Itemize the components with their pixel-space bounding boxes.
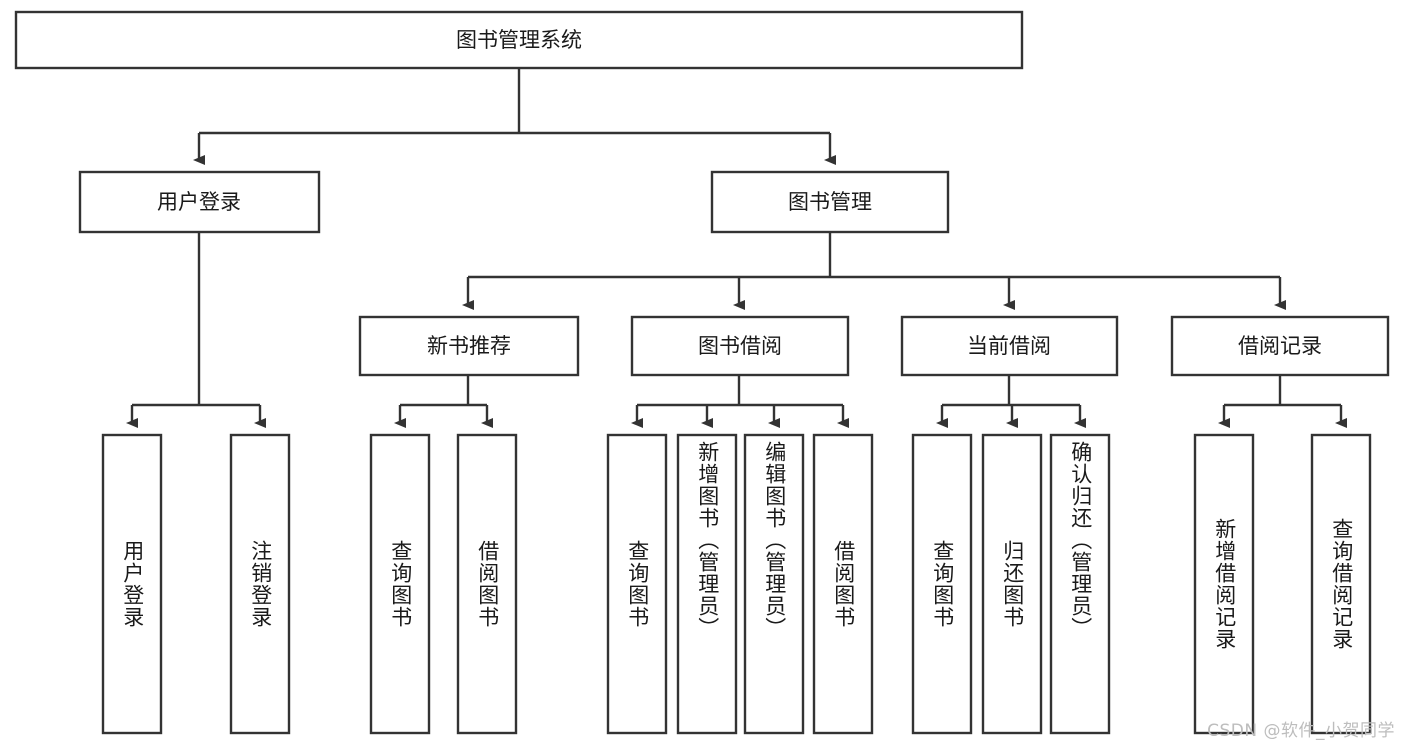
node-leaf-logout-login-box[interactable] (229, 433, 291, 735)
node-book-borrow-label: 图书借阅 (698, 334, 782, 358)
node-book-borrow-box[interactable] (630, 315, 850, 377)
node-box-layer: 图书管理系统 用户登录 图书管理 新书推荐 图书借阅 当前借阅 借阅记录 (14, 10, 1390, 735)
node-leaf-add-book-box[interactable] (676, 433, 738, 735)
node-leaf-edit-book-box[interactable] (743, 433, 805, 735)
connector-layer (126, 68, 1347, 428)
node-new-book-recommend-box[interactable] (358, 315, 580, 377)
node-new-book-recommend-label: 新书推荐 (427, 334, 511, 358)
node-leaf-query-book-3-box[interactable] (911, 433, 973, 735)
node-leaf-query-book-1-box[interactable] (369, 433, 431, 735)
node-leaf-add-record-box[interactable] (1193, 433, 1255, 735)
node-current-borrow-box[interactable] (900, 315, 1119, 377)
node-leaf-borrow-book-1-box[interactable] (456, 433, 518, 735)
node-borrow-record-label: 借阅记录 (1238, 334, 1322, 358)
node-root-box[interactable] (14, 10, 1024, 70)
node-user-login-label: 用户登录 (157, 190, 241, 214)
node-leaf-query-book-2-box[interactable] (606, 433, 668, 735)
node-user-login-box[interactable] (78, 170, 321, 234)
node-leaf-return-book-box[interactable] (981, 433, 1043, 735)
csdn-watermark: CSDN @软件_小贺同学 (1207, 721, 1395, 741)
node-borrow-record-box[interactable] (1170, 315, 1390, 377)
node-leaf-query-record-box[interactable] (1310, 433, 1372, 735)
node-current-borrow-label: 当前借阅 (967, 334, 1051, 358)
node-book-manage-box[interactable] (710, 170, 950, 234)
node-leaf-user-login-box[interactable] (101, 433, 163, 735)
node-leaf-borrow-book-2-box[interactable] (812, 433, 874, 735)
node-leaf-confirm-return-box[interactable] (1049, 433, 1111, 735)
node-root-label: 图书管理系统 (456, 28, 582, 52)
node-book-manage-label: 图书管理 (788, 190, 872, 214)
